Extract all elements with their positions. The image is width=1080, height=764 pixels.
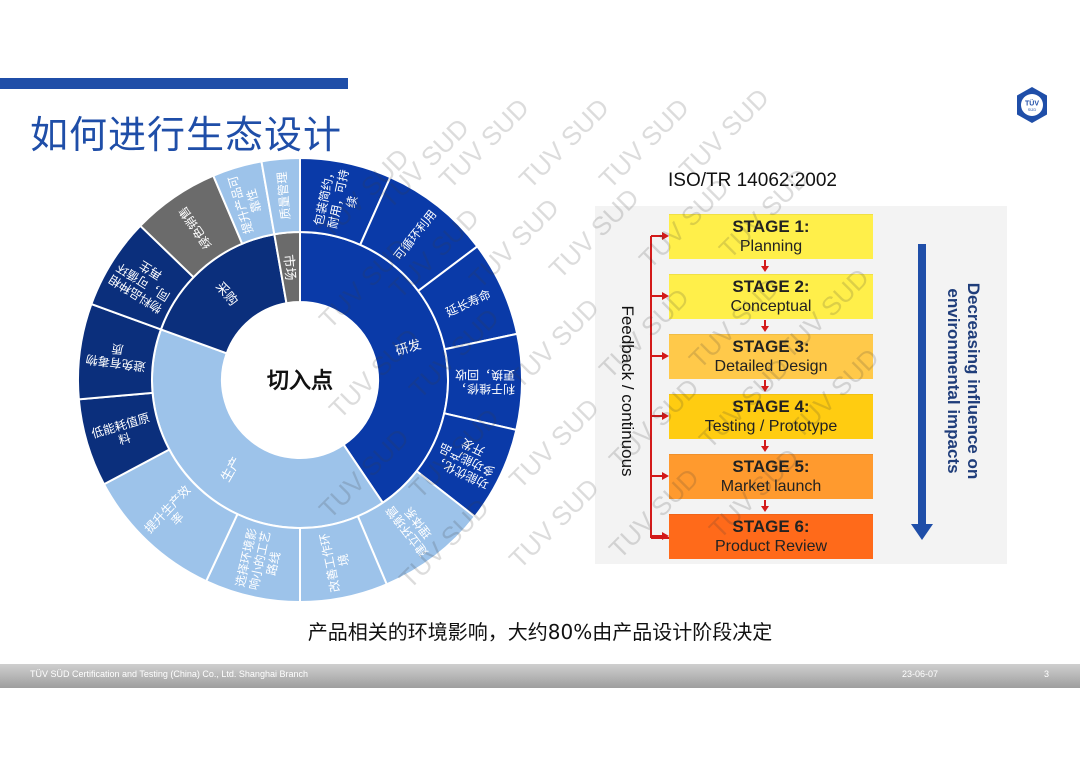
- slide-title: 如何进行生态设计: [30, 113, 343, 157]
- footer-date: 23-06-07: [902, 669, 939, 679]
- feedback-arrowhead: [662, 472, 669, 480]
- tuv-sud-logo: TÜV SÜD: [1017, 87, 1047, 123]
- footer-bar: TÜV SÜD Certification and Testing (China…: [0, 664, 1080, 688]
- stage-box-4: STAGE 4: Testing / Prototype: [669, 394, 873, 439]
- slide-caption: 产品相关的环境影响，大约80%由产品设计阶段决定: [307, 620, 773, 644]
- decreasing-arrow-shaft: [918, 244, 926, 524]
- decreasing-influence-label: Decreasing influence on environmental im…: [925, 266, 985, 506]
- stage-connector-arrowhead: [761, 446, 769, 452]
- feedback-label-box: Feedback / continuous: [607, 286, 647, 496]
- stage-arrows: [650, 232, 933, 540]
- sunburst-diagram: 研发生产采购市场包装简约，耐用，可持续可循环利用延长寿命利于维修，更换，回收功能…: [77, 156, 523, 604]
- outer-segment-label-0: 包装简约，耐用，可持续: [311, 165, 366, 233]
- stage-box-6: STAGE 6: Product Review: [669, 514, 873, 559]
- stage-connector-arrowhead: [761, 506, 769, 512]
- stage-title: STAGE 5:: [732, 457, 810, 476]
- wheel-center-label: 切入点: [267, 368, 333, 394]
- stage-subtitle: Conceptual: [730, 298, 812, 315]
- stage-title: STAGE 4:: [732, 397, 810, 416]
- logo-text: TÜV: [1025, 99, 1039, 108]
- title-accent-bar: [0, 78, 348, 89]
- stage-title: STAGE 2:: [732, 277, 810, 296]
- decreasing-line-1: Decreasing influence on: [964, 282, 983, 480]
- feedback-arrowhead: [662, 352, 669, 360]
- stage-subtitle: Testing / Prototype: [704, 418, 838, 435]
- watermark-text: TUV SUD: [673, 82, 775, 184]
- outer-segment-label-13: 提升产品可靠性: [225, 170, 270, 236]
- logo-subtext: SÜD: [1028, 107, 1037, 112]
- stage-box-2: STAGE 2: Conceptual: [669, 274, 873, 319]
- wheel-center: [223, 303, 377, 457]
- stage-connector-arrowhead: [761, 386, 769, 392]
- stage-connector-arrowhead: [761, 326, 769, 332]
- outer-segment-label-14: 质量管理: [274, 171, 293, 220]
- stage-connector-arrowhead: [761, 266, 769, 272]
- title-accent-bar-tail: [330, 78, 348, 89]
- decreasing-arrow-head: [911, 524, 933, 540]
- stage-title: STAGE 3:: [732, 337, 810, 356]
- footer-company: TÜV SÜD Certification and Testing (China…: [30, 669, 308, 679]
- inner-segment-label-3: 市场: [280, 254, 298, 281]
- footer-page-number: 3: [1044, 669, 1050, 679]
- iso-standard-label: ISO/TR 14062:2002: [668, 170, 837, 191]
- outer-segment-label-3: 利于维修，更换，回收: [455, 367, 515, 397]
- stage-subtitle: Market launch: [720, 478, 822, 495]
- feedback-arrowhead: [662, 232, 669, 240]
- stage-box-3: STAGE 3: Detailed Design: [669, 334, 873, 379]
- stage-title: STAGE 6:: [732, 517, 810, 536]
- stage-box-5: STAGE 5: Market launch: [669, 454, 873, 499]
- stage-title: STAGE 1:: [732, 217, 810, 236]
- feedback-label: Feedback / continuous: [618, 305, 637, 477]
- outer-segment-14: [260, 156, 301, 236]
- decreasing-line-2: environmental impacts: [944, 288, 963, 474]
- stage-subtitle: Product Review: [714, 538, 828, 555]
- inner-segment-label-0: 研发: [394, 336, 424, 359]
- stage-box-1: STAGE 1: Planning: [669, 214, 873, 259]
- stage-subtitle: Planning: [739, 238, 803, 255]
- stage-subtitle: Detailed Design: [714, 358, 828, 375]
- feedback-arrowhead: [662, 412, 669, 420]
- feedback-arrowhead: [662, 292, 669, 300]
